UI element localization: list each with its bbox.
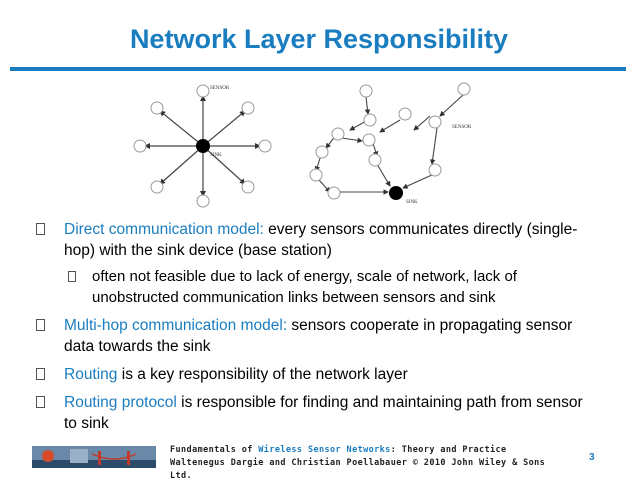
- bullet-marker: [36, 396, 45, 408]
- sensor-node: [258, 139, 272, 153]
- page-number: 3: [589, 452, 595, 463]
- sensor-node: [150, 101, 164, 115]
- slide-title: Network Layer Responsibility: [129, 24, 509, 54]
- sensor-node: [362, 133, 376, 147]
- sink-node: [196, 139, 210, 153]
- bullet-text: is responsible for finding and maintaini…: [64, 394, 583, 432]
- star-topology: [144, 95, 261, 197]
- star-sink-label: SINK: [210, 153, 222, 158]
- bullet-routing: Routing is a key responsibility of the n…: [36, 364, 596, 385]
- sensor-node: [241, 180, 255, 194]
- sub-bullet-marker: [68, 271, 76, 282]
- multihop-topology: [314, 94, 464, 195]
- sensor-node: [457, 82, 471, 96]
- bullet-text: sensors cooperate in propagating sensor …: [64, 317, 573, 355]
- bullet-list: Direct communication model: every sensor…: [36, 219, 596, 441]
- sub-bullet-text: often not feasible due to lack of energy…: [92, 268, 517, 306]
- footer-prefix: Fundamentals of: [170, 445, 259, 455]
- footer-suffix: : Theory and Practice Waltenegus Dargie …: [170, 445, 546, 481]
- multihop-sensor-label: SENSOR: [452, 125, 472, 130]
- sensor-node: [327, 186, 341, 200]
- sensor-node: [398, 107, 412, 121]
- sensor-node: [368, 153, 382, 167]
- bullet-multihop-model: Multi-hop communication model: sensors c…: [36, 315, 596, 357]
- bullet-marker: [36, 223, 45, 235]
- sensor-node: [150, 180, 164, 194]
- footer-banner-image: [32, 446, 156, 468]
- bullet-routing-protocol: Routing protocol is responsible for find…: [36, 392, 596, 434]
- bullet-highlight: Routing protocol: [64, 394, 177, 411]
- sensor-node: [428, 115, 442, 129]
- bullet-text: every sensors communicates directly (sin…: [64, 221, 578, 259]
- title-divider: [10, 67, 626, 71]
- footer-book-title: Wireless Sensor Networks: [258, 445, 391, 455]
- star-sensor-label: SENSOR: [210, 86, 230, 91]
- network-diagram: SENSOR SINK: [133, 82, 472, 208]
- bullet-highlight: Multi-hop communication model:: [64, 317, 288, 334]
- bullet-marker: [36, 368, 45, 380]
- footer-citation: Fundamentals of Wireless Sensor Networks…: [170, 444, 550, 483]
- multihop-sink-label: SINK: [406, 200, 418, 205]
- bullet-text: is a key responsibility of the network l…: [117, 366, 408, 383]
- bullet-highlight: Routing: [64, 366, 118, 383]
- sensor-node: [428, 163, 442, 177]
- sub-bullet: often not feasible due to lack of energy…: [36, 266, 596, 308]
- sensor-node: [309, 168, 323, 182]
- bullet-direct-model: Direct communication model: every sensor…: [36, 219, 596, 261]
- sensor-node: [359, 84, 373, 98]
- sink-node: [389, 186, 403, 200]
- sensor-node: [315, 145, 329, 159]
- sensor-node: [133, 139, 147, 153]
- bullet-marker: [36, 319, 45, 331]
- sensor-node: [331, 127, 345, 141]
- sensor-node: [196, 84, 210, 98]
- sensor-node: [241, 101, 255, 115]
- sensor-node: [196, 194, 210, 208]
- sensor-node: [363, 113, 377, 127]
- bullet-highlight: Direct communication model:: [64, 221, 264, 238]
